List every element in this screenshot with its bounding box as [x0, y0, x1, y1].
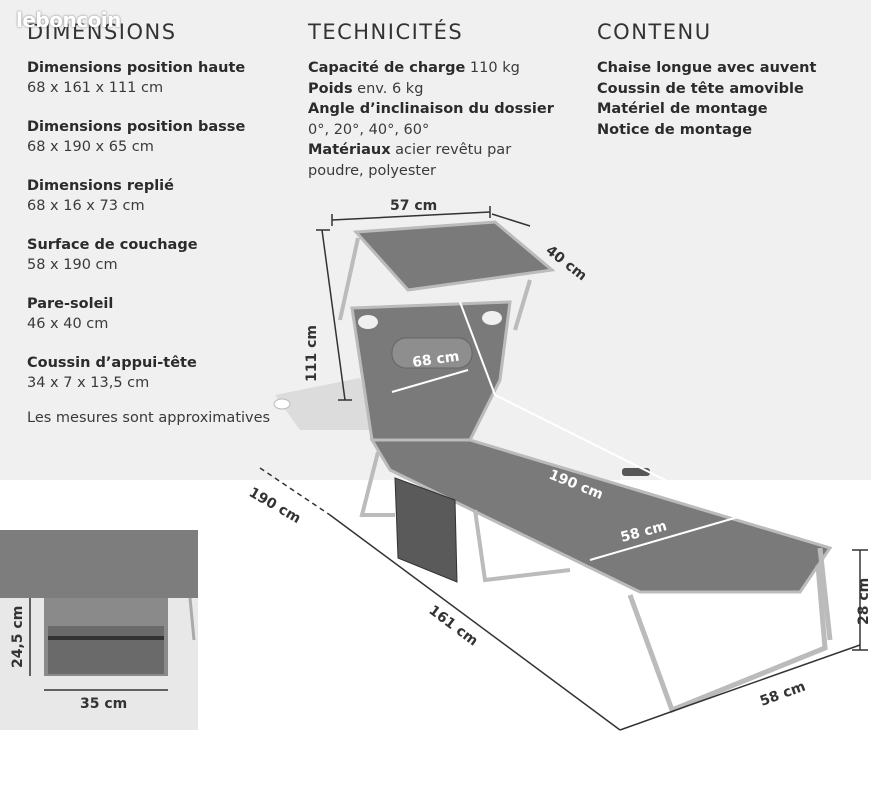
dim-pocket-width: 35 cm [80, 696, 127, 712]
dim-pocket-height: 24,5 cm [10, 606, 26, 668]
dim-foot-width: 58 cm [758, 679, 808, 710]
flat-position-shadow [275, 378, 380, 430]
dim-canopy-depth: 40 cm [543, 243, 590, 285]
dim-length-flat: 190 cm [246, 485, 303, 527]
lounger-bed [369, 438, 833, 594]
headrest-pillow [391, 337, 473, 369]
dim-back-width: 68 cm [411, 349, 460, 371]
dim-leg-height: 28 cm [856, 578, 871, 625]
side-pocket [394, 477, 458, 583]
dim-canopy-width: 57 cm [390, 198, 437, 214]
dim-total-height: 111 cm [304, 325, 320, 382]
backrest [350, 300, 512, 442]
leboncoin-watermark: leboncoin [16, 8, 121, 32]
canopy [352, 220, 556, 292]
dim-length: 161 cm [426, 602, 481, 649]
